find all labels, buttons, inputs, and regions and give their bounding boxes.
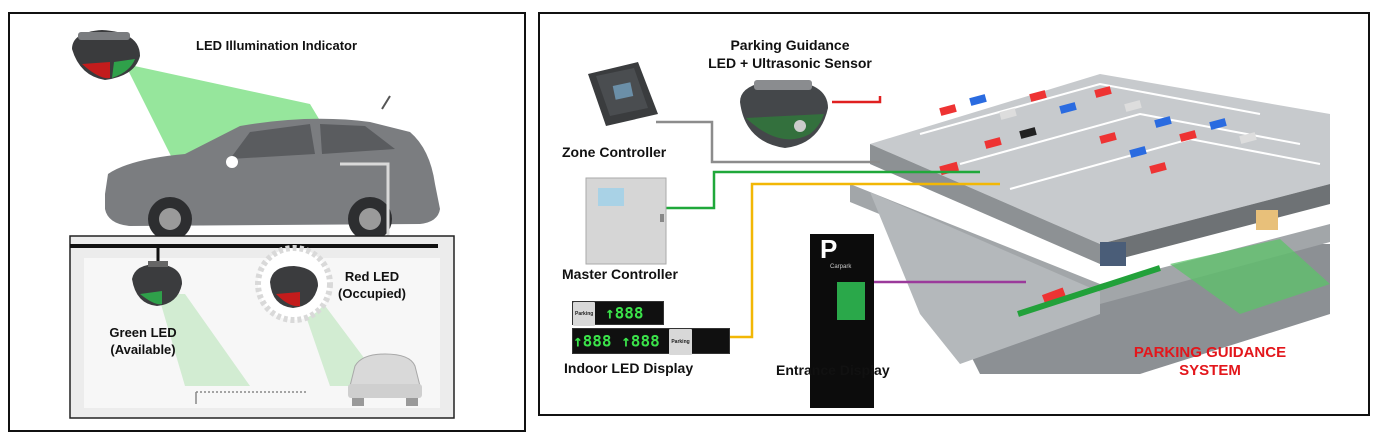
red-led-label: Red LED (344, 269, 400, 284)
sensor-label-line1: Parking Guidance (730, 37, 850, 53)
zone-controller-icon (588, 62, 658, 126)
master-controller-label: Master Controller (562, 266, 678, 282)
green-checker-pad (1170, 239, 1330, 314)
entrance-display-icon (810, 234, 874, 408)
green-wire (666, 170, 980, 210)
system-title-line2: SYSTEM (1179, 362, 1241, 379)
green-led-label-group: Green LED (Available) (88, 324, 198, 358)
red-led-state: (Occupied) (338, 286, 406, 301)
parking-guidance-panel: P Carpark Parking ↑888 ↑888 ↑888 Parking… (538, 12, 1370, 416)
parked-car-icon (348, 353, 422, 406)
green-beam (158, 294, 250, 386)
red-led-sensor-icon (255, 245, 333, 323)
green-led-state: (Available) (110, 342, 176, 357)
sensor-point (226, 156, 238, 168)
master-controller-icon (585, 177, 667, 265)
yellow-wire (730, 182, 1000, 339)
entrance-sign-letter: P (820, 234, 838, 264)
red-led-label-group: Red LED (Occupied) (324, 268, 420, 302)
zone-controller-label: Zone Controller (562, 144, 667, 160)
ultrasonic-sensor-icon (740, 80, 828, 148)
indoor-led-display-top: Parking ↑888 (572, 301, 664, 326)
toll-booth (1100, 242, 1126, 266)
gray-wire (656, 120, 880, 164)
green-led-sensor-icon (132, 261, 182, 306)
indoor-led-display-bottom: ↑888 ↑888 Parking (572, 328, 730, 355)
led-count-bottom-b: ↑888 (621, 331, 660, 351)
system-title: PARKING GUIDANCE SYSTEM (1100, 344, 1320, 380)
led-indicator-label: LED Illumination Indicator (196, 38, 358, 53)
sensor-label-line2: LED + Ultrasonic Sensor (708, 55, 872, 71)
led-count-bottom-a: ↑888 (573, 331, 612, 351)
led-dome-icon (72, 30, 140, 80)
led-indicator-illustration (69, 30, 455, 419)
red-wire (832, 96, 882, 104)
system-title-line1: PARKING GUIDANCE (1133, 344, 1287, 361)
entrance-display-label: Entrance Display (776, 362, 890, 378)
parking-tag: Parking (573, 302, 596, 326)
led-indicator-panel: LED Illumination Indicator Green LED (Av… (8, 12, 526, 432)
lane-guide (1017, 265, 1161, 317)
green-led-label: Green LED (109, 325, 177, 340)
indoor-display-label: Indoor LED Display (564, 360, 694, 376)
entrance-sign-caption: Carpark (830, 264, 852, 270)
parking-tag: Parking (669, 329, 692, 355)
office-desk (1256, 210, 1278, 230)
car-icon (105, 95, 440, 241)
sensor-label: Parking Guidance LED + Ultrasonic Sensor (680, 36, 900, 72)
led-count-top: ↑888 (604, 303, 644, 323)
parking-system-illustration (585, 62, 1330, 408)
parking-structure (850, 74, 1330, 374)
connector-line (340, 162, 390, 242)
